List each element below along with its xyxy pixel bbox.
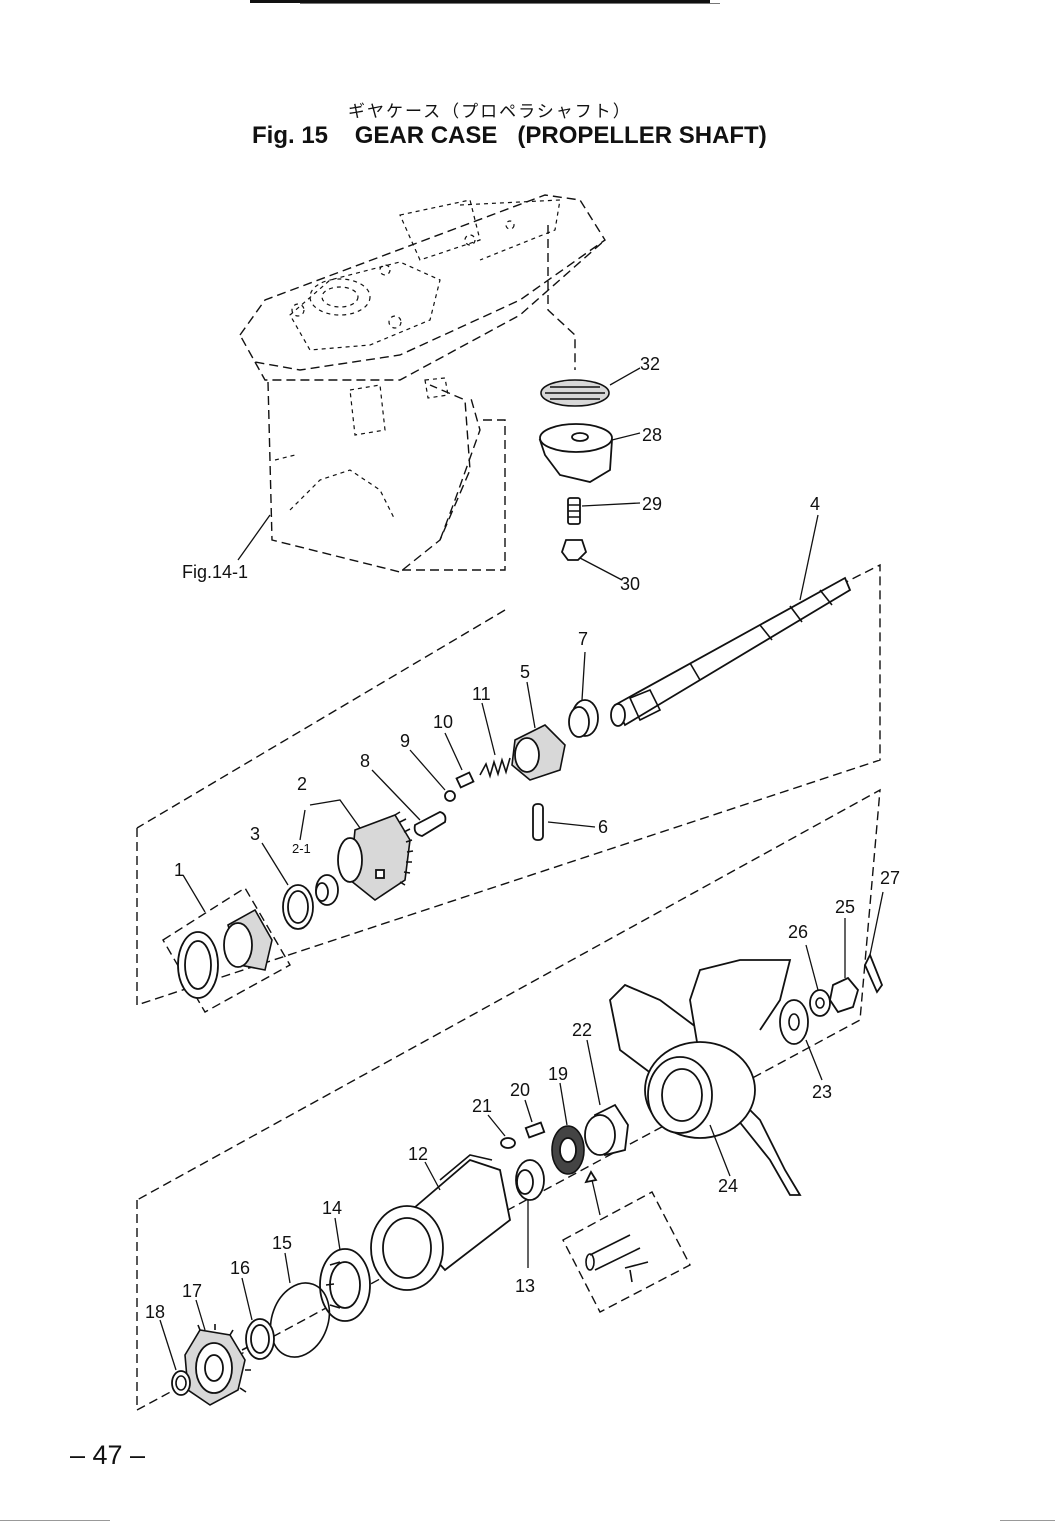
callout-8: 8 [360,751,370,771]
callout-21: 21 [472,1096,492,1116]
callout-19: 19 [548,1064,568,1084]
callout-17: 17 [182,1281,202,1301]
part-25-propeller-nut [829,976,859,1014]
callout-12: 12 [408,1144,428,1164]
propeller-shaft-group-box [136,563,881,1006]
part-7-sleeve [568,699,599,738]
part-20-bolt [524,1121,546,1139]
fig14-1-leader [237,514,271,561]
part-24-propeller [609,959,802,1196]
part-22-thrust-holder [584,1103,629,1157]
callout-23: 23 [812,1082,832,1102]
gear-case-housing [239,194,606,573]
top-rule [250,0,710,3]
callout-2: 2 [297,774,307,794]
part-3-shim [282,884,314,930]
part-30-nut [560,539,588,561]
callout-25: 25 [835,897,855,917]
pin-detail-inset [562,1191,691,1313]
callout-1: 1 [174,860,184,880]
callout-20: 20 [510,1080,530,1100]
figure-title: Fig. 15 GEAR CASE (PROPELLER SHAFT) [252,122,767,149]
part-6-cross-pin [532,803,544,841]
callout-11: 11 [472,684,491,704]
page-number: – 47 – [70,1440,146,1470]
part-26-washer [809,989,831,1017]
callout-3: 3 [250,824,260,844]
anode-dash-guide [547,225,576,370]
callout-15: 15 [272,1233,292,1253]
callout-18: 18 [145,1302,165,1322]
part-19-needle-bearing [551,1125,585,1175]
part-12-lower-case-cap [370,1154,511,1291]
part-28-anode [538,423,613,483]
part-1-taper-bearing [162,887,291,1013]
part-27-cotter-pin [864,952,884,994]
part-10-spacer [455,771,475,789]
callout-32: 32 [640,354,660,374]
callout-24: 24 [718,1176,738,1196]
housing-group-box [136,788,881,1412]
callout-5: 5 [520,662,530,682]
bottom-rule-right [1000,1520,1055,1521]
part-9-ball [444,790,456,802]
part-16-shim [245,1318,275,1360]
figure-subtitle-japanese: ギヤケース（プロペラシャフト） [348,102,632,122]
callout-27: 27 [880,868,900,888]
part-23-spacer [779,999,809,1045]
part-29-bolt [567,497,581,525]
callout-29: 29 [642,494,662,514]
part-13-bearing [515,1159,545,1201]
callout-14: 14 [322,1198,342,1218]
callout-10: 10 [433,712,453,732]
callout-6: 6 [598,817,608,837]
callout-2-1: 2-1 [292,841,311,856]
callout-7: 7 [578,629,588,649]
part-17-reverse-gear [184,1324,251,1406]
part-32-grille [540,379,610,407]
callout-28: 28 [642,425,662,445]
part-11-spring [479,757,511,779]
part-5-dog-clutch [511,724,566,781]
top-rule-thin [300,3,720,4]
callout-9: 9 [400,731,410,751]
part-14-ball-bearing [319,1248,371,1322]
callout-16: 16 [230,1258,250,1278]
part-8-shift-plunger [413,811,447,837]
part-18-shim [171,1370,191,1396]
callout-4: 4 [810,494,820,514]
part-21-washer [500,1137,516,1149]
fig14-1-reference: Fig.14-1 [182,562,248,582]
part-2-forward-gear [337,811,414,901]
part-15-o-ring [269,1282,331,1358]
callout-22: 22 [572,1020,592,1040]
callout-13: 13 [515,1276,535,1296]
bottom-rule-left [0,1520,110,1521]
part-2-1-bushing [315,874,339,906]
fig14-dash-box [402,419,506,571]
part-4-propeller-shaft [610,576,852,727]
callout-30: 30 [620,574,640,594]
callout-26: 26 [788,922,808,942]
